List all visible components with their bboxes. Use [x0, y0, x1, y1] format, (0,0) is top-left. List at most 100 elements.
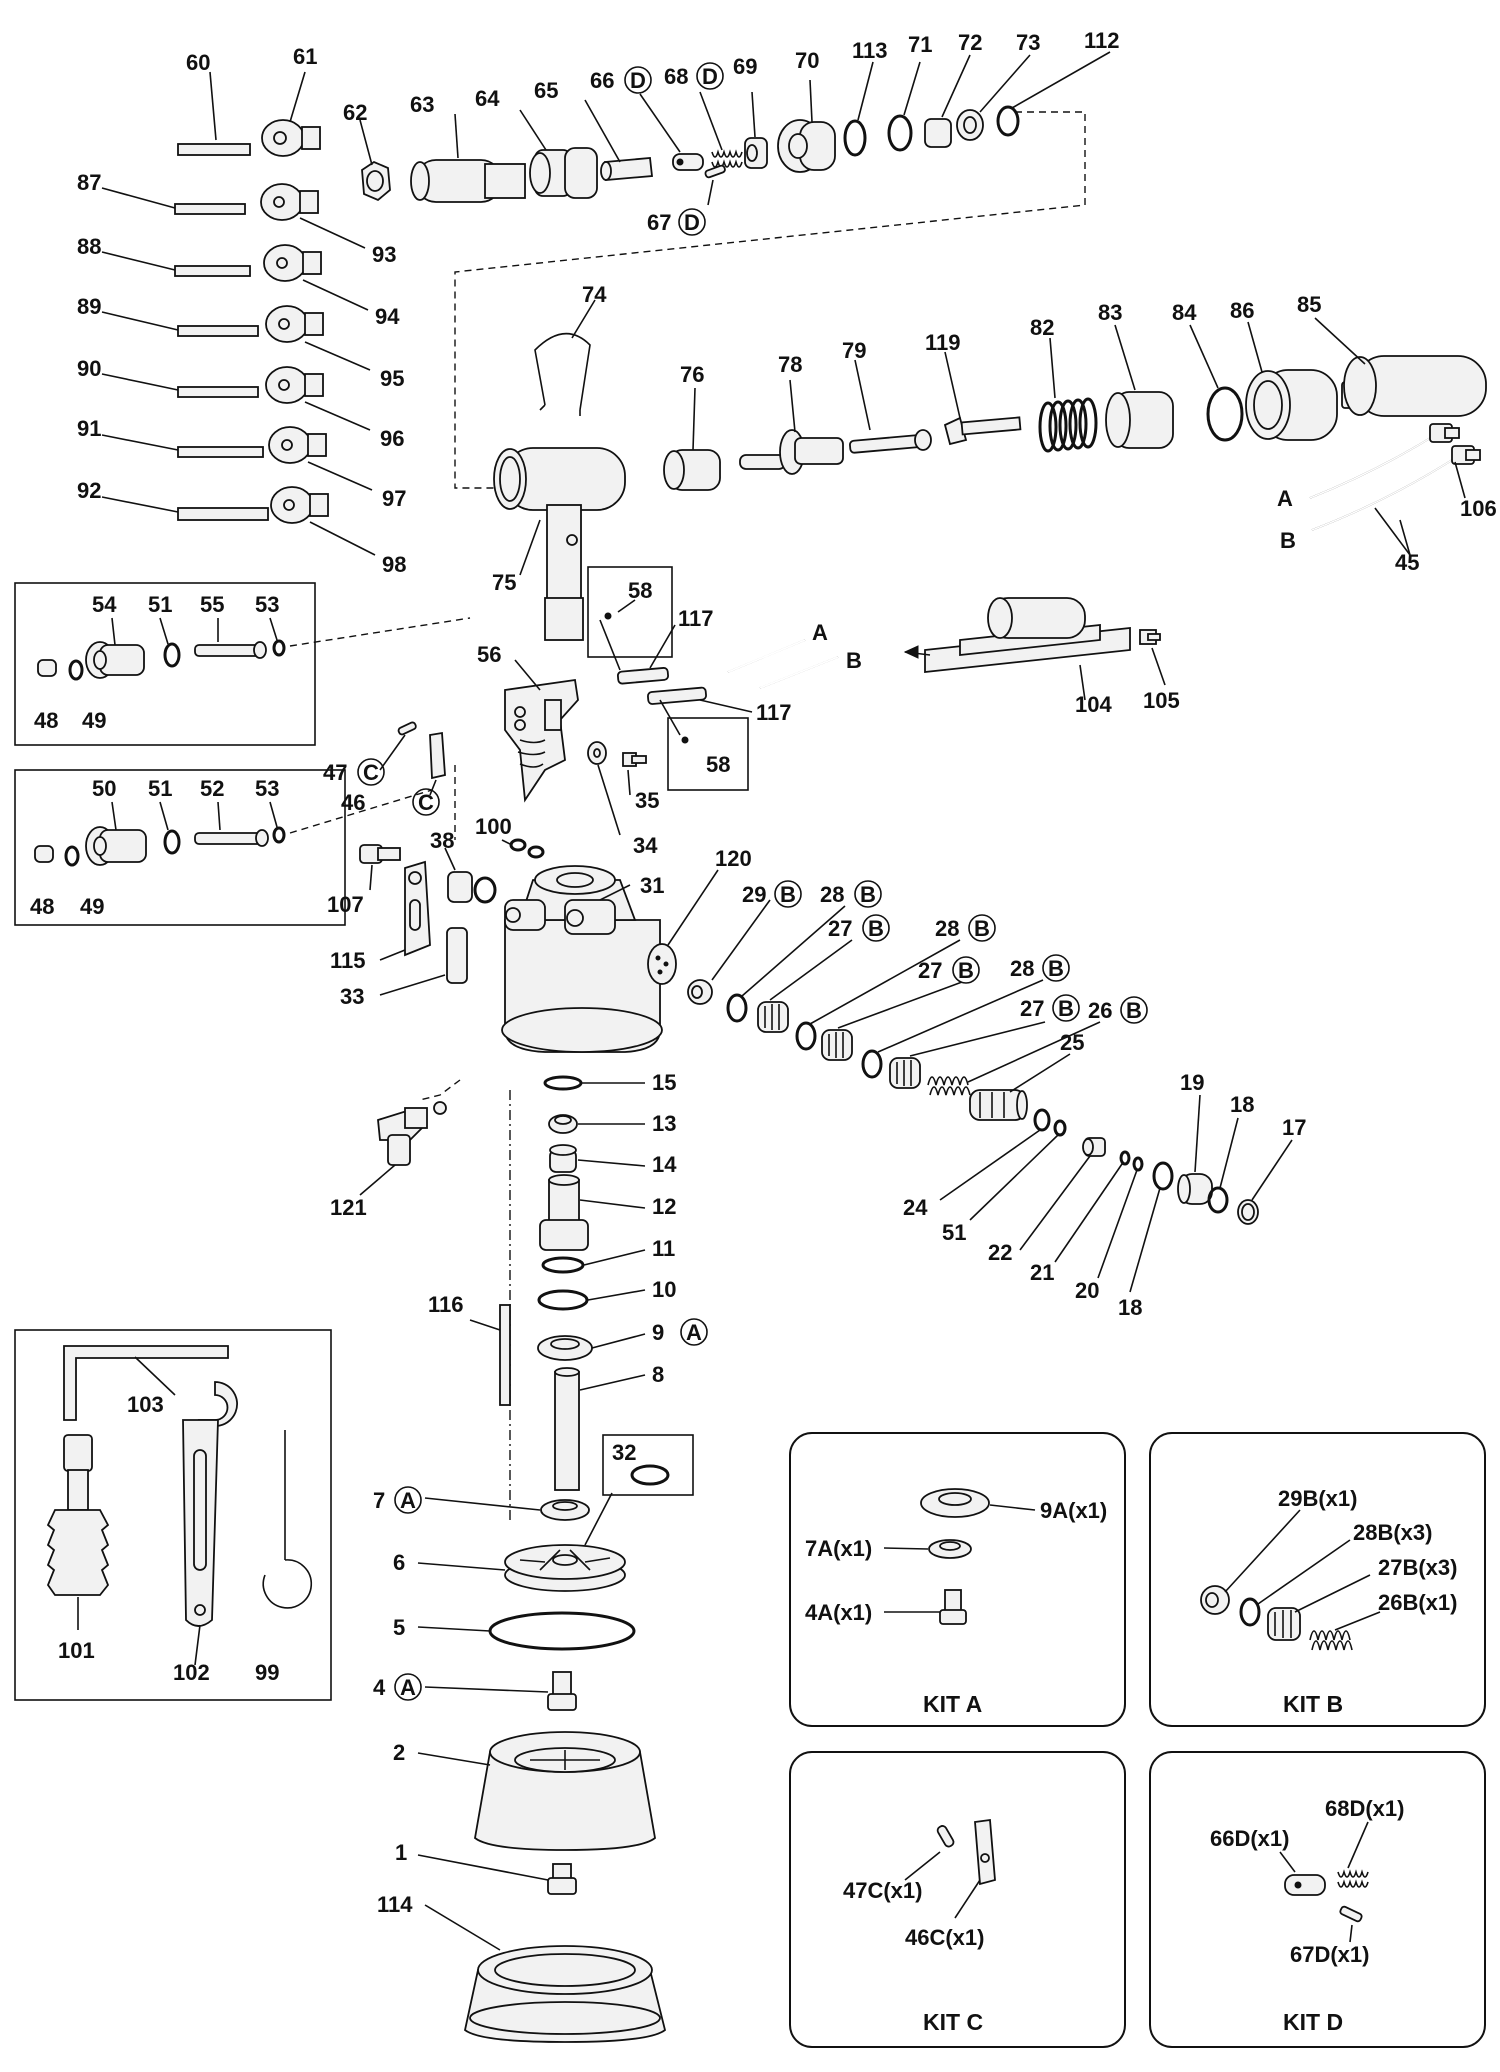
kit-a-part-7 [928, 1539, 972, 1559]
label-46-suffix: C [418, 790, 434, 815]
part-19-bushing [1177, 1173, 1213, 1205]
part-11-oring [541, 1256, 585, 1274]
part-76-ring [663, 449, 721, 491]
part-22-plug [1082, 1137, 1106, 1157]
label-86: 86 [1230, 298, 1254, 323]
label-26-suffix: B [1126, 998, 1142, 1023]
part-100-orings [509, 838, 545, 859]
part-29-washer [687, 979, 713, 1005]
label-90: 90 [77, 356, 101, 381]
label-89: 89 [77, 294, 101, 319]
valve-option-box-1: 54 51 55 53 48 49 [14, 582, 471, 746]
kit-a-part-4 [939, 1589, 967, 1625]
part-28-oring-1 [726, 993, 748, 1023]
label-14: 14 [652, 1152, 677, 1177]
part-65-jaws [600, 157, 653, 181]
label-103: 103 [127, 1392, 164, 1417]
part-47-pin [397, 721, 417, 736]
kit-d-part-67 [1339, 1905, 1363, 1923]
label-28-a-suffix: B [860, 882, 876, 907]
label-28-c-suffix: B [1048, 956, 1064, 981]
part-82-spring [1038, 397, 1098, 453]
part-114-boot [464, 1945, 667, 2043]
kit-d-item-2: 68D(x1) [1325, 1796, 1404, 1821]
kit-a-item-3: 4A(x1) [805, 1600, 872, 1625]
part-24-oring [1033, 1108, 1051, 1132]
part-61-nosepiece [261, 119, 321, 157]
part-27-cage-2 [821, 1029, 853, 1061]
kit-b-item-3: 27B(x3) [1378, 1555, 1457, 1580]
part-18-oring-a [1152, 1161, 1174, 1191]
kit-b-panel: 29B(x1) 28B(x3) 27B(x3) 26B(x1) KIT B [1149, 1432, 1486, 1727]
kit-a-part-9 [920, 1488, 990, 1518]
label-18-a: 18 [1230, 1092, 1254, 1117]
label-34: 34 [633, 833, 658, 858]
label-7-suffix: A [400, 1488, 416, 1513]
part-52-valve-stem [194, 829, 269, 847]
part-46-latch [429, 731, 446, 780]
label-28-b-suffix: B [974, 916, 990, 941]
label-64: 64 [475, 86, 500, 111]
part-103-hex-key [63, 1345, 229, 1421]
part-56-handle-frame [504, 678, 579, 803]
label-119: 119 [925, 330, 961, 355]
part-27-cage-1 [757, 1001, 789, 1033]
label-117-b: 117 [756, 700, 792, 725]
part-72-bushing [924, 118, 952, 148]
label-105: 105 [1143, 688, 1180, 713]
part-48-cap-b [34, 845, 54, 863]
label-27-c-suffix: B [1058, 996, 1074, 1021]
label-70: 70 [795, 48, 819, 73]
label-83: 83 [1098, 300, 1122, 325]
part-45-tubes [1309, 431, 1461, 531]
label-8: 8 [652, 1362, 664, 1387]
label-97: 97 [382, 486, 406, 511]
kit-d-part-68 [1337, 1869, 1369, 1888]
kit-a-item-2: 7A(x1) [805, 1536, 872, 1561]
label-91: 91 [77, 416, 101, 441]
kit-c-part-46 [974, 1818, 996, 1886]
part-66-pusher [672, 153, 704, 171]
part-106-fittings [1429, 423, 1481, 465]
kit-c-panel: 47C(x1) 46C(x1) KIT C [789, 1751, 1126, 2048]
label-84: 84 [1172, 300, 1197, 325]
tubes-a-b-short: A B [727, 620, 862, 689]
label-114: 114 [377, 1892, 413, 1917]
part-67-pin [704, 164, 726, 179]
label-75: 75 [492, 570, 516, 595]
part-85-cylinder [1341, 355, 1487, 417]
label-99: 99 [255, 1660, 279, 1685]
alternate-nose-parts: 87 93 88 94 89 95 90 96 91 [77, 170, 406, 577]
label-85: 85 [1297, 292, 1321, 317]
label-33: 33 [340, 984, 364, 1009]
label-27-a-suffix: B [868, 916, 884, 941]
label-93: 93 [372, 242, 396, 267]
kit-b-item-2: 28B(x3) [1353, 1520, 1432, 1545]
label-72: 72 [958, 30, 982, 55]
part-34-washer [587, 741, 607, 765]
part-55-valve-stem [194, 641, 267, 659]
part-4-screw [547, 1671, 577, 1711]
nose-assembly-group: 60 61 62 63 64 65 66 D 68 D 69 70 113 71… [177, 28, 1120, 489]
label-48-box1: 48 [34, 708, 58, 733]
row-92-98: 92 98 [77, 478, 406, 577]
part-54-valve-body [85, 641, 145, 679]
label-68-suffix: D [702, 64, 718, 89]
part-58-detail-box-a: 58 [587, 566, 673, 671]
label-45: 45 [1395, 550, 1419, 575]
part-17-ring [1237, 1199, 1259, 1225]
kit-d-item-1: 66D(x1) [1210, 1826, 1289, 1851]
label-69: 69 [733, 54, 757, 79]
label-115: 115 [330, 948, 366, 973]
part-8-shaft [554, 1367, 580, 1491]
label-106: 106 [1460, 496, 1497, 521]
row-90-96: 90 96 [77, 356, 404, 451]
kit-b-part-26 [1309, 1630, 1353, 1651]
part-33-filter [446, 927, 468, 984]
part-64-coupling [529, 147, 598, 199]
label-87: 87 [77, 170, 101, 195]
label-15: 15 [652, 1070, 676, 1095]
kit-b-part-29 [1200, 1585, 1230, 1615]
seal-cartridge-row: 120 [647, 846, 1306, 1320]
